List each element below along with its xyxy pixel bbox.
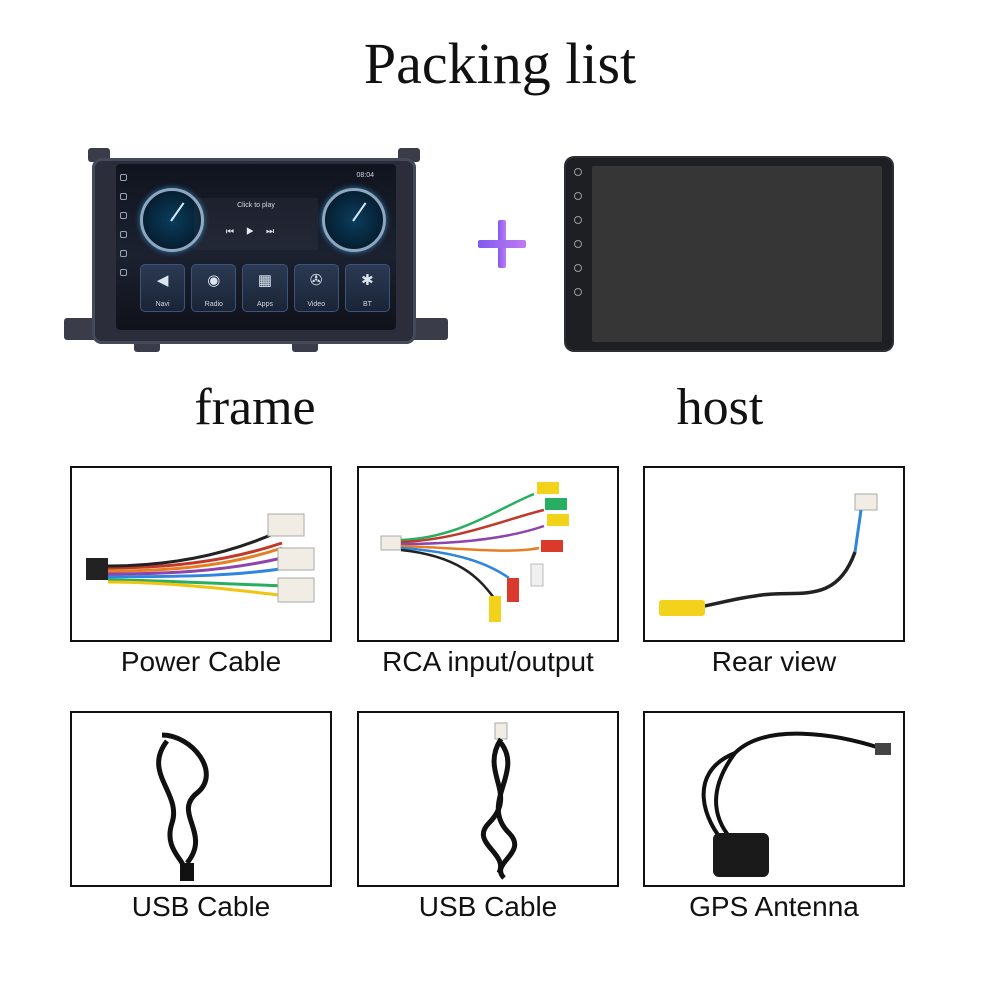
host-unit-image bbox=[566, 158, 892, 350]
radio-icon: ◉ bbox=[207, 272, 221, 289]
app-dock: ◀ Navi ◉ Radio ▦ Apps ✇ Video ✱ BT bbox=[140, 264, 391, 312]
media-player-widget[interactable]: Click to play ⏮▶⏭ bbox=[194, 198, 318, 250]
usb-cable-label-2: USB Cable bbox=[418, 891, 558, 922]
app-navi[interactable]: ◀ Navi bbox=[140, 264, 186, 312]
app-label: Apps bbox=[257, 301, 273, 308]
app-video[interactable]: ✇ Video bbox=[293, 264, 339, 312]
rear-view-cable-cell bbox=[643, 466, 905, 642]
head-unit-screen: 08:04 Click to play ⏮▶⏭ ◀ Navi ◉ Radio ▦… bbox=[116, 164, 396, 330]
app-radio[interactable]: ◉ Radio bbox=[191, 264, 237, 312]
player-controls-icon[interactable]: ⏮▶⏭ bbox=[225, 226, 287, 236]
page-title: Packing list bbox=[363, 31, 637, 96]
frame-right-mount-tab bbox=[408, 318, 448, 340]
power-cable-label: Power Cable bbox=[120, 646, 282, 677]
app-label: Radio bbox=[204, 301, 223, 308]
rear-view-label: Rear view bbox=[711, 646, 837, 677]
rca-cable-icon bbox=[380, 482, 569, 622]
apps-grid-icon: ▦ bbox=[257, 272, 273, 289]
frame-head-unit-image: 08:04 Click to play ⏮▶⏭ ◀ Navi ◉ Radio ▦… bbox=[64, 148, 448, 354]
power-cable-cell bbox=[70, 466, 332, 642]
app-label: Video bbox=[307, 301, 326, 308]
app-label: Navi bbox=[155, 301, 170, 308]
usb-cable-icon bbox=[156, 732, 209, 881]
host-caption: host bbox=[676, 379, 764, 436]
app-bt[interactable]: ✱ BT bbox=[344, 264, 391, 312]
usb-cable-icon bbox=[480, 722, 518, 880]
usb-cable-cell bbox=[70, 711, 332, 887]
gps-antenna-cell bbox=[643, 711, 905, 887]
video-reel-icon: ✇ bbox=[309, 272, 323, 289]
bluetooth-icon: ✱ bbox=[361, 272, 374, 289]
frame-caption: frame bbox=[194, 379, 316, 436]
rca-cable-label: RCA input/output bbox=[382, 646, 594, 677]
app-label: BT bbox=[362, 301, 372, 308]
rear-view-cable-icon bbox=[659, 493, 878, 616]
usb-cable-cell-2 bbox=[357, 711, 619, 887]
gps-antenna-icon bbox=[701, 731, 891, 877]
host-side-button-icons bbox=[574, 168, 582, 312]
app-apps[interactable]: ▦ Apps bbox=[242, 264, 288, 312]
power-cable-icon bbox=[86, 513, 315, 603]
host-screen bbox=[592, 166, 882, 342]
status-time: 08:04 bbox=[356, 172, 374, 179]
plus-icon bbox=[472, 214, 536, 278]
gps-antenna-label: GPS Antenna bbox=[689, 891, 859, 922]
side-button-icons bbox=[120, 174, 128, 288]
rpm-gauge-icon bbox=[322, 188, 386, 252]
player-prompt: Click to play bbox=[237, 202, 275, 209]
speed-gauge-icon bbox=[140, 188, 204, 252]
rca-cable-cell bbox=[357, 466, 619, 642]
usb-cable-label-1: USB Cable bbox=[131, 891, 271, 922]
navigation-icon: ◀ bbox=[156, 272, 169, 289]
